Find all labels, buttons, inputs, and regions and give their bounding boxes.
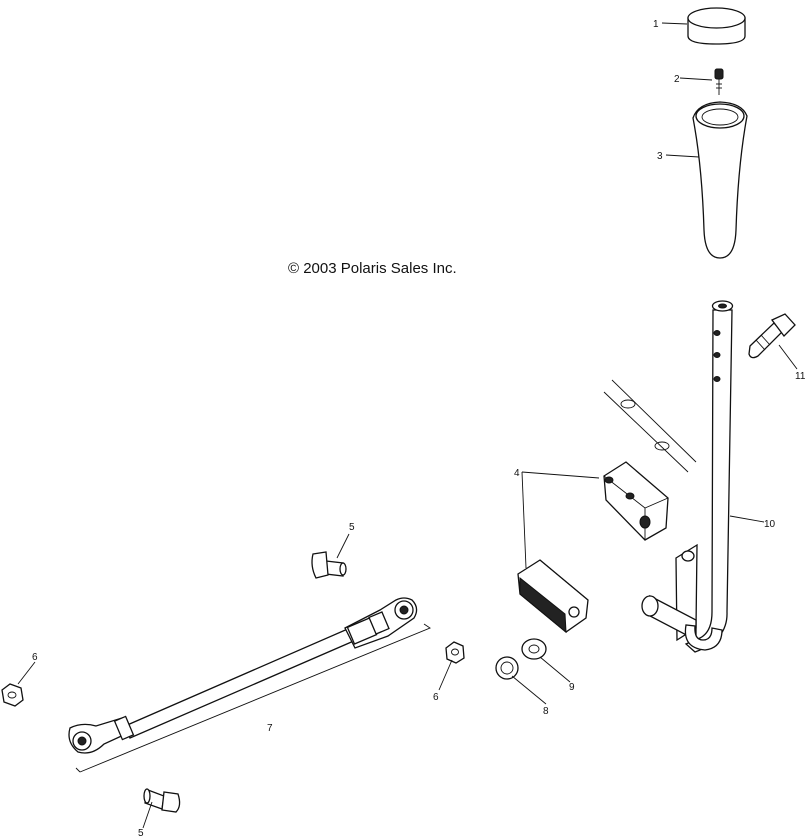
part-set-screw: [714, 68, 724, 95]
callout-8: 8: [543, 706, 549, 717]
callout-9: 9: [569, 682, 575, 693]
part-bolt-11: [748, 313, 796, 359]
callout-6-right: 6: [433, 692, 439, 703]
frame-hint: [603, 379, 697, 473]
part-washer-9: [521, 638, 547, 660]
callout-10: 10: [764, 519, 776, 530]
part-clamp-lower: [517, 559, 589, 634]
part-shift-lever: [641, 300, 734, 653]
callout-2: 2: [674, 74, 680, 85]
part-shift-linkage: [68, 597, 431, 773]
callout-11: 11: [795, 371, 805, 382]
part-knob-cap: [687, 7, 746, 45]
part-clamp-upper: [603, 461, 669, 541]
callout-5-upper: 5: [349, 522, 355, 533]
callout-4: 4: [514, 468, 520, 479]
part-nut-6-right: [445, 641, 465, 664]
part-washer-8: [495, 656, 519, 680]
part-bolt-5-upper: [311, 551, 347, 579]
callout-7: 7: [267, 723, 273, 734]
copyright-notice: © 2003 Polaris Sales Inc.: [288, 260, 457, 277]
callout-labels: 1 2 3 4 5 6 6 7 8 9 10 11 5: [32, 19, 805, 839]
part-bolt-5-lower: [143, 788, 181, 813]
part-shift-knob: [692, 101, 748, 259]
callout-1: 1: [653, 19, 659, 30]
leader-lines: [17, 22, 798, 829]
callout-3: 3: [657, 151, 663, 162]
part-nut-6-left: [1, 683, 24, 707]
callout-5-lower: 5: [138, 828, 144, 839]
callout-6-left: 6: [32, 652, 38, 663]
